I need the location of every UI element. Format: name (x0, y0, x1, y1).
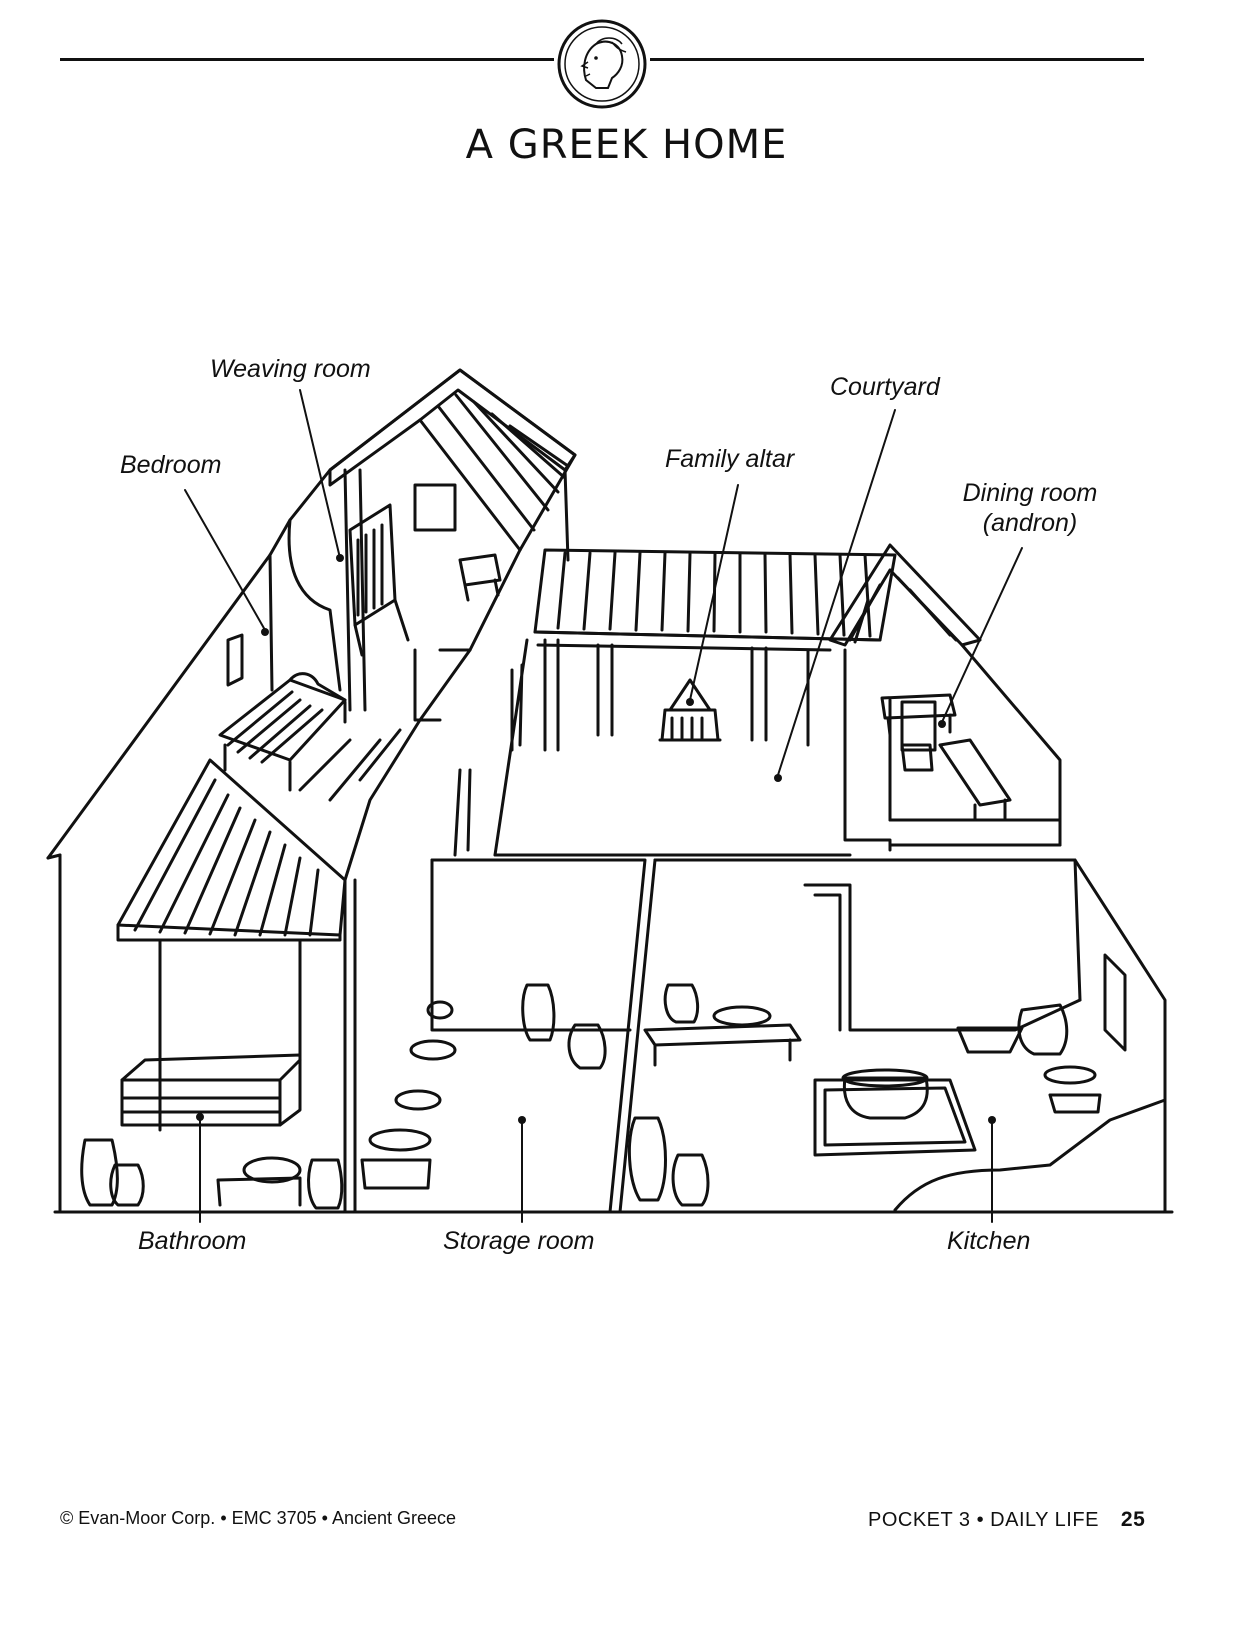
page-title: A GREEK HOME (465, 122, 788, 168)
header-rule-left (60, 58, 554, 61)
header-rule-right (650, 58, 1144, 61)
label-family-altar: Family altar (665, 445, 795, 473)
courtyard (453, 548, 897, 857)
page-number: 25 (1120, 1508, 1146, 1531)
label-bedroom: Bedroom (120, 451, 222, 479)
label-dining-room: Dining room (andron) (950, 478, 1110, 538)
greek-coin-icon (557, 19, 647, 109)
leader-family-altar (689, 484, 739, 701)
label-courtyard: Courtyard (830, 373, 940, 401)
footer-section-text: POCKET 3 • DAILY LIFE (868, 1509, 1099, 1531)
leader-dining-room (941, 547, 1023, 723)
leader-bedroom (184, 489, 266, 631)
label-storage-room: Storage room (443, 1227, 595, 1255)
dining-room (828, 543, 1062, 852)
label-kitchen: Kitchen (947, 1227, 1031, 1255)
label-weaving-room: Weaving room (210, 355, 371, 383)
label-dining-room-line1: Dining room (962, 479, 1098, 507)
kitchen (618, 858, 1167, 1214)
leader-courtyard (777, 409, 896, 776)
footer-section: POCKET 3 • DAILY LIFE 25 (868, 1508, 1145, 1532)
leader-lines (184, 389, 1023, 1223)
label-bathroom: Bathroom (138, 1227, 247, 1255)
footer-copyright: © Evan-Moor Corp. • EMC 3705 • Ancient G… (60, 1508, 457, 1528)
label-dining-room-line2: (andron) (982, 509, 1078, 537)
bathroom-block (80, 758, 357, 1214)
storage-room (360, 858, 647, 1214)
leader-weaving-room (299, 389, 341, 559)
bedroom-wing (46, 368, 577, 1212)
